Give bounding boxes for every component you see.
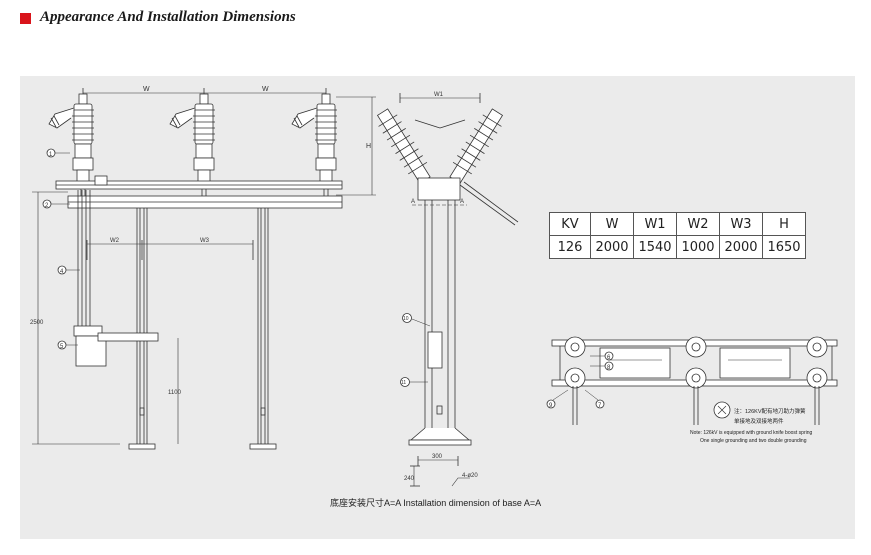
side-view: W1 A A 10 11 bbox=[376, 92, 519, 446]
dim-w2: W2 bbox=[110, 238, 120, 244]
callout-7 bbox=[595, 399, 605, 409]
callout-8 bbox=[604, 361, 614, 371]
insulator-left bbox=[48, 93, 95, 209]
spec-value-w: 2000 bbox=[590, 235, 634, 259]
callout-5 bbox=[57, 340, 67, 350]
note-en-2: One single grounding and two double grou… bbox=[700, 438, 807, 444]
section-a-right: A bbox=[460, 199, 464, 205]
svg-text:1: 1 bbox=[49, 152, 53, 158]
support-leg-right bbox=[249, 207, 277, 450]
spec-table: KV W W1 W2 W3 H 126 2000 1540 1000 2000 … bbox=[549, 212, 806, 259]
spec-value-w1: 1540 bbox=[633, 235, 677, 259]
svg-text:11: 11 bbox=[401, 380, 406, 386]
svg-text:4: 4 bbox=[60, 269, 64, 275]
base-hole-spec: 4-ø20 bbox=[462, 473, 478, 479]
base-detail: 300 240 4-ø20 底座安装尺寸A=A Installation dim… bbox=[330, 454, 541, 508]
spec-table-header-row: KV W W1 W2 W3 H bbox=[549, 212, 806, 236]
dim-1100: 1100 bbox=[168, 390, 182, 396]
note-en-1: Note: 126kV is equipped with ground knif… bbox=[690, 430, 813, 436]
note-cn-1: 注：126KV配有地刀助力弹簧 bbox=[734, 407, 806, 415]
spec-value-h: 1650 bbox=[762, 235, 806, 259]
insulator-right bbox=[291, 93, 338, 209]
plan-view: 6 8 9 7 注：126KV配有地刀助力弹簧 单接地及双接地两件 Note: … bbox=[546, 336, 838, 444]
dim-240: 240 bbox=[404, 476, 415, 482]
svg-text:5: 5 bbox=[60, 344, 64, 350]
section-a-left: A bbox=[411, 199, 415, 205]
callout-11 bbox=[400, 377, 410, 387]
svg-text:2: 2 bbox=[45, 203, 49, 209]
dim-300: 300 bbox=[432, 454, 443, 460]
callout-9 bbox=[546, 399, 556, 409]
spec-value-w2: 1000 bbox=[676, 235, 720, 259]
dim-w1: W1 bbox=[434, 92, 444, 98]
spec-table-value-row: 126 2000 1540 1000 2000 1650 bbox=[549, 235, 806, 259]
dim-w-right: W bbox=[262, 86, 269, 93]
spec-header-h: H bbox=[762, 212, 806, 236]
spec-header-kv: KV bbox=[549, 212, 591, 236]
spec-value-kv: 126 bbox=[549, 235, 591, 259]
insulator-middle bbox=[169, 93, 216, 209]
front-view: W W H W2 W3 2500 1100 1 bbox=[30, 86, 376, 450]
dim-2500: 2500 bbox=[30, 320, 44, 326]
svg-text:8: 8 bbox=[607, 365, 611, 371]
note-cn-2: 单接地及双接地两件 bbox=[734, 417, 784, 425]
callout-4 bbox=[57, 265, 67, 275]
header-accent-square bbox=[20, 13, 31, 24]
spec-header-w: W bbox=[590, 212, 634, 236]
callout-6 bbox=[604, 351, 614, 361]
spec-value-w3: 2000 bbox=[719, 235, 763, 259]
page-title: Appearance And Installation Dimensions bbox=[40, 9, 296, 25]
spec-header-w3: W3 bbox=[719, 212, 763, 236]
callout-10 bbox=[402, 313, 412, 323]
base-caption: 底座安装尺寸A=A Installation dimension of base… bbox=[330, 497, 541, 508]
svg-text:6: 6 bbox=[607, 355, 611, 361]
drawing-panel bbox=[20, 76, 855, 539]
svg-text:10: 10 bbox=[403, 316, 409, 322]
svg-text:7: 7 bbox=[598, 403, 602, 409]
spec-header-w1: W1 bbox=[633, 212, 677, 236]
spec-header-w2: W2 bbox=[676, 212, 720, 236]
dim-w3: W3 bbox=[200, 238, 210, 244]
svg-text:9: 9 bbox=[549, 403, 553, 409]
dim-w-left: W bbox=[143, 86, 150, 93]
callout-2 bbox=[42, 199, 52, 209]
callout-1 bbox=[46, 148, 56, 158]
dim-h: H bbox=[366, 143, 371, 150]
